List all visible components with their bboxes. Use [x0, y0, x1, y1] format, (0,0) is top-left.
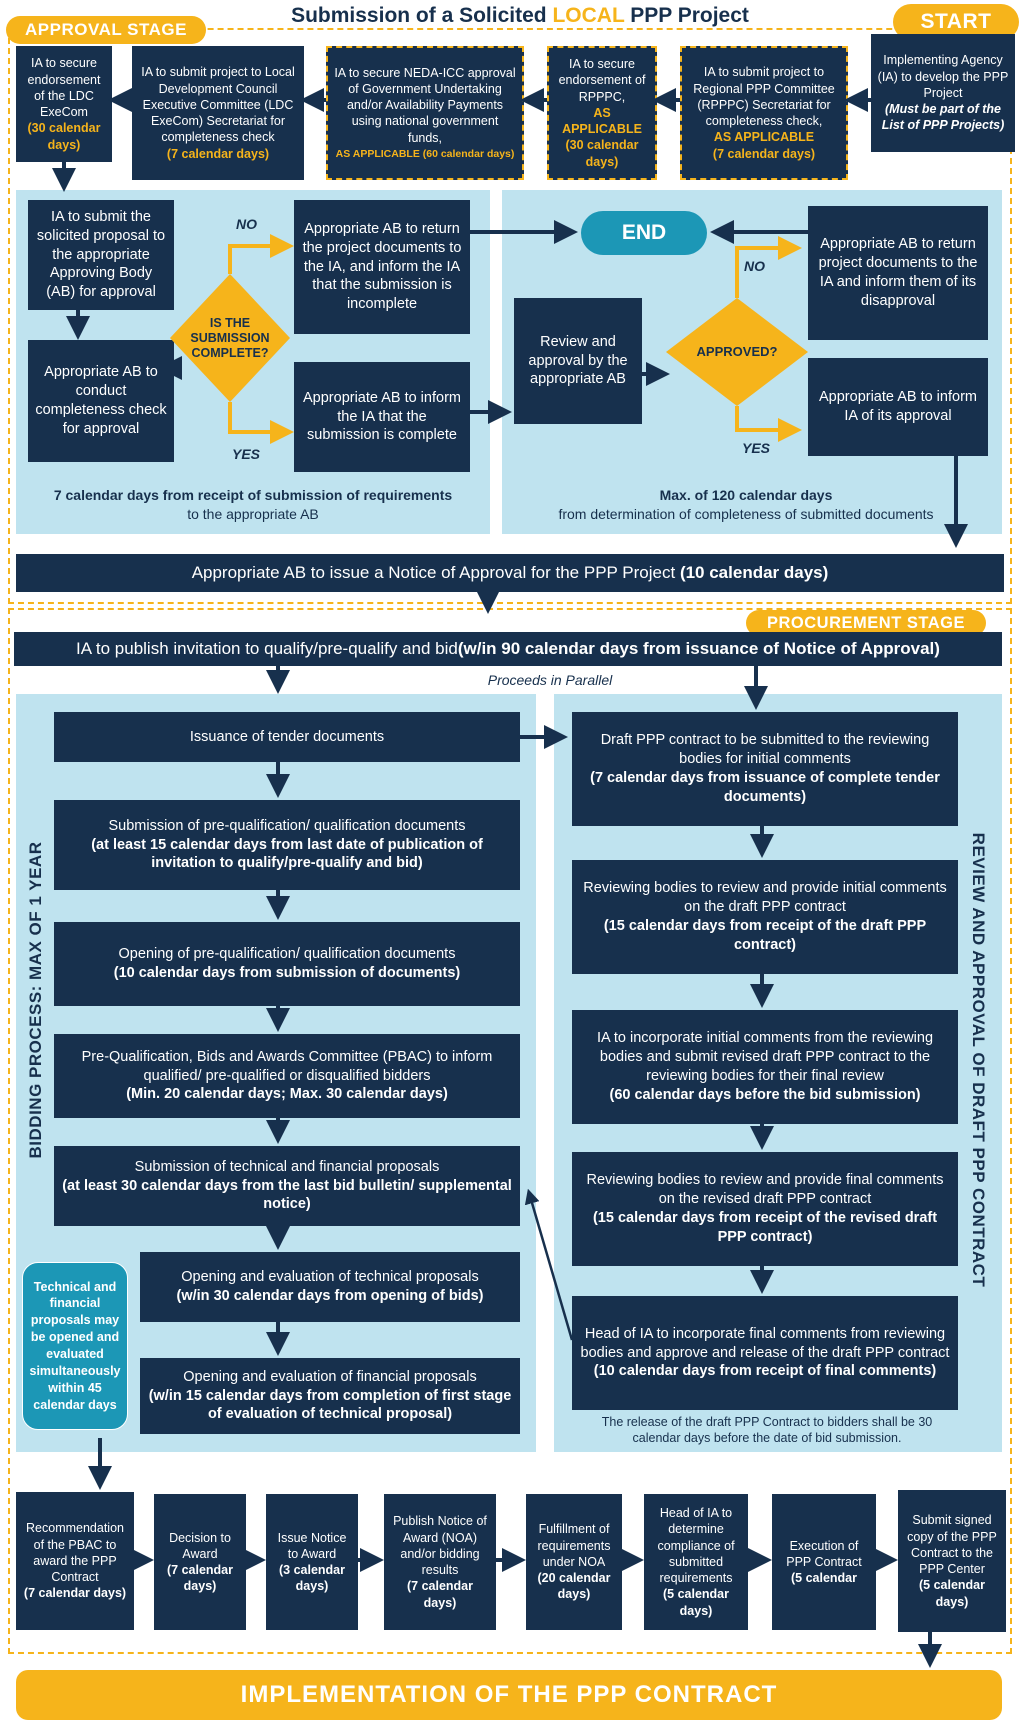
- inform-complete-box: Appropriate AB to inform the IA that the…: [294, 362, 470, 472]
- publish-noa-box: Publish Notice of Award (NOA) and/or bid…: [384, 1494, 496, 1630]
- approved-diamond-text: APPROVED?: [696, 344, 778, 360]
- no-label-2: NO: [744, 258, 765, 274]
- publish-invitation-box: IA to publish invitation to qualify/pre-…: [14, 632, 1002, 666]
- pre-qualification-submission-box: Submission of pre-qualification/ qualifi…: [54, 800, 520, 890]
- technical-evaluation-box: Opening and evaluation of technical prop…: [140, 1252, 520, 1322]
- issuance-tender-docs-box: Issuance of tender documents: [54, 712, 520, 762]
- pbac-inform-box: Pre-Qualification, Bids and Awards Commi…: [54, 1034, 520, 1118]
- draft-contract-submission-box: Draft PPP contract to be submitted to th…: [572, 712, 958, 826]
- submit-to-ab-box: IA to submit the solicited proposal to t…: [28, 200, 174, 310]
- pre-qualification-opening-box: Opening of pre-qualification/ qualificat…: [54, 922, 520, 1006]
- yes-label: YES: [232, 446, 261, 462]
- noa-requirements-box: Fulfillment of requirements under NOA (2…: [526, 1494, 622, 1630]
- review-approval-label: REVIEW AND APPROVAL OF DRAFT PPP CONTRAC…: [969, 832, 988, 1288]
- financial-evaluation-box: Opening and evaluation of financial prop…: [140, 1358, 520, 1434]
- no-label: NO: [236, 216, 257, 232]
- pbac-recommendation-box: Recommendation of the PBAC to award the …: [16, 1492, 134, 1630]
- implementation-banner: IMPLEMENTATION OF THE PPP CONTRACT: [16, 1670, 1002, 1720]
- initial-review-box: Reviewing bodies to review and provide i…: [572, 860, 958, 974]
- approval-stage-label: APPROVAL STAGE: [6, 16, 206, 44]
- page-title: Submission of a Solicited LOCAL PPP Proj…: [291, 4, 749, 27]
- technical-financial-submission-box: Submission of technical and financial pr…: [54, 1146, 520, 1226]
- parallel-note: Proceeds in Parallel: [487, 672, 613, 688]
- incorporate-initial-comments-box: IA to incorporate initial comments from …: [572, 1010, 958, 1124]
- notice-of-approval-box: Appropriate AB to issue a Notice of Appr…: [16, 554, 1004, 592]
- review-approval-box: Review and approval by the appropriate A…: [514, 298, 642, 424]
- approval-left-caption: 7 calendar days from receipt of submissi…: [53, 487, 453, 522]
- is-complete-diamond-text: IS THE SUBMISSION COMPLETE?: [190, 315, 270, 360]
- compliance-check-box: Head of IA to determine compliance of su…: [644, 1494, 748, 1630]
- rpppc-endorsement-box: IA to secure endorsement of RPPPC, AS AP…: [547, 46, 657, 180]
- return-incomplete-box: Appropriate AB to return the project doc…: [294, 200, 470, 334]
- neda-icc-box: IA to secure NEDA-ICC approval of Govern…: [326, 46, 524, 180]
- release-note: The release of the draft PPP Contract to…: [601, 1415, 933, 1446]
- approval-stage-outline: [8, 28, 1012, 604]
- approve-release-contract-box: Head of IA to incorporate final comments…: [572, 1296, 958, 1410]
- ldc-execom-submit-box: IA to submit project to Local Developmen…: [132, 46, 304, 180]
- issue-notice-to-award-box: Issue Notice to Award (3 calendar days): [266, 1494, 358, 1630]
- yes-label-2: YES: [742, 440, 771, 456]
- procurement-stage-label: PROCUREMENT STAGE: [746, 610, 986, 636]
- decision-to-award-box: Decision to Award (7 calendar days): [154, 1494, 246, 1630]
- simultaneous-evaluation-note: Technical and financial proposals may be…: [22, 1262, 128, 1430]
- rpppc-box: IA to submit project to Regional PPP Com…: [680, 46, 848, 180]
- contract-execution-box: Execution of PPP Contract (5 calendar: [772, 1494, 876, 1630]
- start-box: Implementing Agency (IA) to develop the …: [871, 34, 1015, 152]
- end-terminal: END: [581, 211, 707, 255]
- final-review-box: Reviewing bodies to review and provide f…: [572, 1152, 958, 1266]
- inform-approval-box: Appropriate AB to inform IA of its appro…: [808, 358, 988, 456]
- submit-signed-contract-box: Submit signed copy of the PPP Contract t…: [898, 1490, 1006, 1632]
- return-disapproval-box: Appropriate AB to return project documen…: [808, 206, 988, 340]
- bidding-process-label: BIDDING PROCESS: MAX OF 1 YEAR: [26, 841, 45, 1159]
- ldc-execom-endorse-box: IA to secure endorsement of the LDC ExeC…: [16, 46, 112, 162]
- procurement-stage-outline: [8, 608, 1012, 1654]
- approval-right-caption: Max. of 120 calendar days from determina…: [558, 487, 934, 522]
- completeness-check-box: Appropriate AB to conduct completeness c…: [28, 340, 174, 462]
